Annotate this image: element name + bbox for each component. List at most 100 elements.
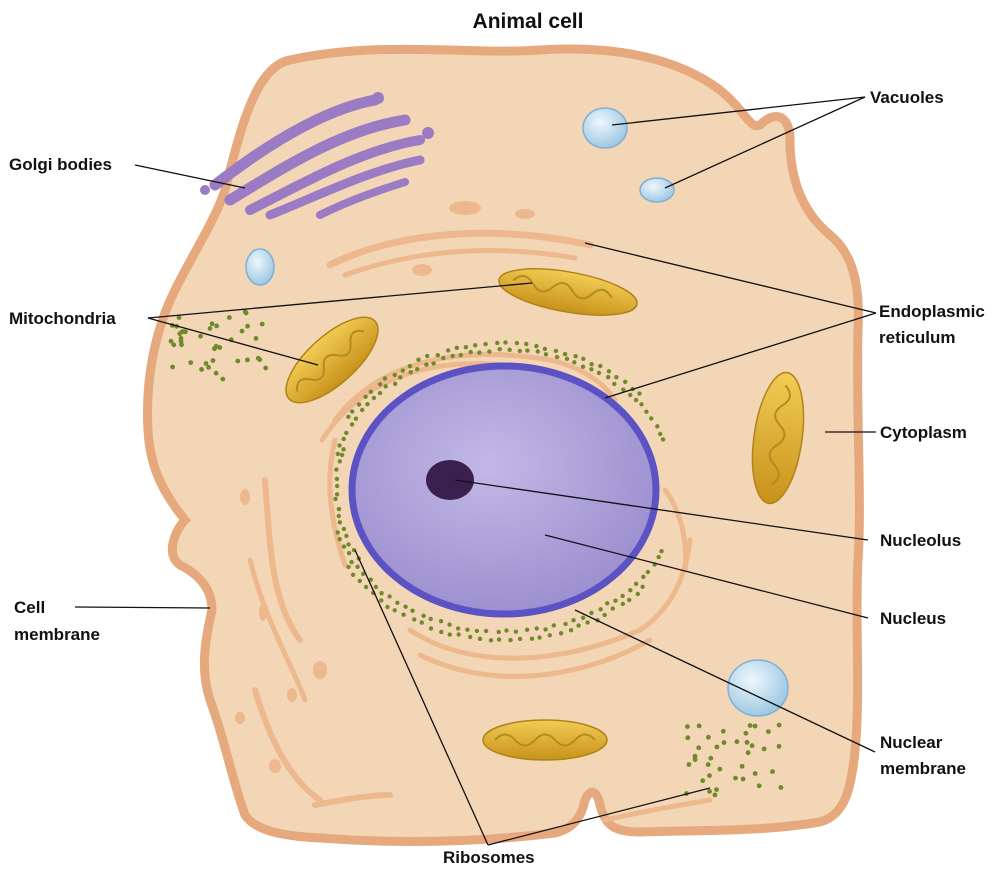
label-nuclear-membrane-line1: Nuclear [880, 733, 943, 752]
ribosome [340, 453, 344, 457]
ribosome [753, 724, 758, 729]
ribosome [524, 342, 528, 346]
ribosome [535, 626, 539, 630]
ribosome [263, 366, 268, 371]
ribosome [637, 391, 641, 395]
ribosome [347, 551, 351, 555]
ribosome [658, 432, 662, 436]
ribosome [597, 371, 601, 375]
label-golgi-bodies: Golgi bodies [9, 155, 112, 174]
ribosome [518, 349, 522, 353]
ribosome [212, 346, 217, 351]
ribosome [581, 616, 585, 620]
ribosome [740, 764, 745, 769]
ribosome [634, 398, 638, 402]
ribosome [563, 352, 567, 356]
ribosome [387, 594, 391, 598]
ribosome [498, 347, 502, 351]
ribosome [429, 626, 433, 630]
ribosome [777, 744, 782, 749]
ribosome [393, 382, 397, 386]
ribosome [721, 729, 726, 734]
ribosome [354, 417, 358, 421]
ribosome [696, 745, 701, 750]
ribosome [572, 360, 576, 364]
ribosome [358, 579, 362, 583]
ribosome [365, 402, 369, 406]
ribosome [431, 361, 435, 365]
ribosome [384, 384, 388, 388]
ribosome [439, 630, 443, 634]
ribosome [416, 358, 420, 362]
ribosome [425, 354, 429, 358]
ribosome [753, 771, 758, 776]
ribosome [573, 354, 577, 358]
ribosome [335, 477, 339, 481]
ribosome [646, 570, 650, 574]
ribosome [360, 408, 364, 412]
ribosome [715, 745, 720, 750]
ribosome [235, 359, 240, 364]
ribosome [576, 623, 580, 627]
ribosome [188, 360, 193, 365]
ribosome [429, 617, 433, 621]
ribosome [357, 402, 361, 406]
ribosome [260, 322, 265, 327]
ribosome [685, 724, 690, 729]
ribosome [240, 329, 245, 334]
ribosome [337, 514, 341, 518]
ribosome [378, 391, 382, 395]
ribosome [346, 415, 350, 419]
ribosome [640, 585, 644, 589]
ribosome [469, 350, 473, 354]
ribosome [338, 537, 342, 541]
ribosome [341, 447, 345, 451]
ribosome [508, 348, 512, 352]
ribosome [439, 619, 443, 623]
ribosome [628, 393, 632, 397]
ribosome [473, 343, 477, 347]
ribosome [565, 357, 569, 361]
ribosome [244, 311, 249, 316]
ribosome [412, 617, 416, 621]
ribosome [342, 544, 346, 548]
mitochondrion [483, 720, 607, 760]
ribosome [227, 315, 232, 320]
ribosome [369, 390, 373, 394]
ribosome [655, 424, 659, 428]
ribosome [465, 628, 469, 632]
ribosome [766, 729, 771, 734]
ribosome [530, 637, 534, 641]
ribosome [508, 638, 512, 642]
ribosome [363, 395, 367, 399]
ribosome [487, 349, 491, 353]
ribosome [489, 638, 493, 642]
ribosome [364, 585, 368, 589]
ribosome [383, 376, 387, 380]
ribosome [350, 409, 354, 413]
ribosome [456, 626, 460, 630]
ribosome [378, 382, 382, 386]
ribosome [447, 622, 451, 626]
ribosome [559, 631, 563, 635]
ribosome [401, 368, 405, 372]
label-endoplasmic-line2: reticulum [879, 328, 956, 347]
ribosome [614, 375, 618, 379]
ribosome [543, 627, 547, 631]
ribosome [342, 437, 346, 441]
ribosome [503, 340, 507, 344]
ribosome [459, 353, 463, 357]
ribosome [571, 618, 575, 622]
ribosome [335, 484, 339, 488]
ribosome [525, 348, 529, 352]
ribosome [211, 358, 216, 363]
ribosome [446, 348, 450, 352]
ribosome [659, 549, 663, 553]
ribosome [685, 735, 690, 740]
ribosome [336, 530, 340, 534]
ribosome [457, 632, 461, 636]
ribosome [713, 793, 718, 798]
ribosome [349, 560, 353, 564]
ribosome [779, 785, 784, 790]
ribosome [623, 380, 627, 384]
